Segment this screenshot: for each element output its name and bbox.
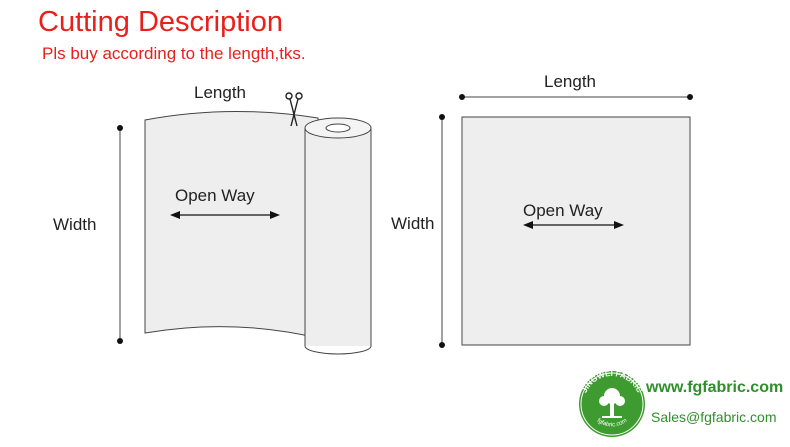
double-arrow-icon [170, 211, 280, 219]
sheet-length-label: Length [544, 72, 596, 91]
fabric-flat-sheet [461, 116, 691, 346]
fabric-roll [304, 117, 372, 355]
logo-text-bottom: fgfabric.com [596, 418, 629, 429]
company-logo-icon: JINGWEI FABRIC fgfabric.com [579, 369, 645, 437]
sheet-width-dimension [439, 114, 445, 348]
sales-email-link[interactable]: Sales@fgfabric.com [651, 409, 777, 425]
roll-open-way-label: Open Way [175, 186, 255, 205]
roll-diagram: Length Width Open Way [53, 83, 372, 355]
double-arrow-icon [523, 221, 624, 229]
roll-width-label: Width [53, 215, 96, 234]
page-subtitle: Pls buy according to the length,tks. [42, 44, 306, 63]
sheet-length-dimension [459, 94, 693, 100]
fabric-sheet [144, 111, 319, 339]
sheet-width-label: Width [391, 214, 434, 233]
roll-width-dimension [117, 125, 123, 344]
sheet-open-way-label: Open Way [523, 201, 603, 220]
website-link[interactable]: www.fgfabric.com [646, 379, 784, 396]
sheet-diagram: Length Width Open Way [391, 72, 693, 348]
scissors-icon [285, 92, 303, 127]
roll-length-label: Length [194, 83, 246, 102]
page-title: Cutting Description [38, 6, 283, 38]
